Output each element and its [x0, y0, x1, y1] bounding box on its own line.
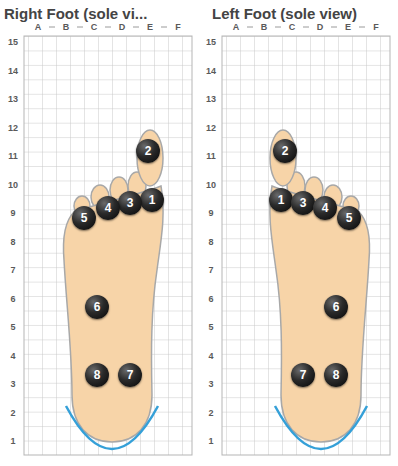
- callout-circle: 4: [313, 196, 337, 220]
- row-number: 15: [8, 38, 18, 47]
- callout-number: 8: [333, 369, 340, 381]
- callout-number: 7: [127, 369, 134, 381]
- callout-number: 3: [127, 197, 134, 209]
- callout-number: 8: [94, 369, 101, 381]
- callout-circle: 5: [72, 206, 96, 230]
- callout-circle: 3: [291, 191, 315, 215]
- row-number: 14: [206, 66, 216, 75]
- row-number: 14: [8, 66, 18, 75]
- callout-circle: 6: [324, 295, 348, 319]
- callout-number: 1: [149, 194, 156, 206]
- callout-number: 5: [346, 212, 353, 224]
- column-letter: C: [91, 23, 98, 32]
- row-number: 6: [10, 294, 15, 303]
- left-foot: [270, 130, 370, 449]
- callout-number: 4: [322, 202, 329, 214]
- callout-circle: 1: [140, 188, 164, 212]
- callout-circle: 2: [273, 139, 297, 163]
- row-number: 10: [206, 180, 216, 189]
- row-number: 3: [10, 380, 15, 389]
- row-number: 13: [206, 95, 216, 104]
- row-number: 11: [8, 152, 18, 161]
- column-letter: F: [373, 23, 379, 32]
- row-number: 5: [208, 323, 213, 332]
- row-number: 1: [208, 437, 213, 446]
- callout-circle: 4: [96, 196, 120, 220]
- callout-circle: 7: [118, 363, 142, 387]
- column-letter: B: [63, 23, 70, 32]
- row-number: 8: [208, 237, 213, 246]
- callout-number: 5: [81, 212, 88, 224]
- column-letter: A: [233, 23, 240, 32]
- row-number: 6: [208, 294, 213, 303]
- row-number: 5: [10, 323, 15, 332]
- row-number: 10: [8, 180, 18, 189]
- callout-circle: 2: [136, 139, 160, 163]
- row-number: 7: [208, 266, 213, 275]
- row-number: 1: [10, 437, 15, 446]
- row-number: 12: [8, 123, 18, 132]
- row-number: 12: [206, 123, 216, 132]
- column-letter: D: [119, 23, 126, 32]
- row-number: 2: [10, 408, 15, 417]
- row-number: 9: [10, 209, 15, 218]
- row-number: 8: [10, 237, 15, 246]
- callout-number: 1: [278, 194, 285, 206]
- callout-circle: 8: [324, 363, 348, 387]
- row-number: 9: [208, 209, 213, 218]
- row-number: 4: [10, 351, 15, 360]
- row-number: 11: [206, 152, 216, 161]
- callout-circle: 1: [269, 188, 293, 212]
- row-number: 2: [208, 408, 213, 417]
- left-grid: [222, 36, 390, 455]
- column-letter: B: [261, 23, 268, 32]
- column-letter: D: [317, 23, 324, 32]
- callout-number: 4: [105, 202, 112, 214]
- callout-number: 3: [300, 197, 307, 209]
- callout-circle: 8: [85, 363, 109, 387]
- callout-number: 2: [282, 145, 289, 157]
- row-number: 7: [10, 266, 15, 275]
- column-letter: F: [175, 23, 181, 32]
- panel-heading: Left Foot (sole view): [212, 6, 357, 21]
- callout-number: 6: [333, 301, 340, 313]
- callout-number: 7: [300, 369, 307, 381]
- callout-circle: 7: [291, 363, 315, 387]
- column-letter: E: [147, 23, 153, 32]
- column-letter: E: [345, 23, 351, 32]
- callout-circle: 5: [337, 206, 361, 230]
- right-foot: [63, 130, 163, 449]
- callout-number: 6: [94, 301, 101, 313]
- panel-heading: Right Foot (sole vi...: [4, 6, 147, 21]
- row-number: 3: [208, 380, 213, 389]
- right-grid: [24, 36, 192, 455]
- row-number: 4: [208, 351, 213, 360]
- column-letter: C: [289, 23, 296, 32]
- callout-circle: 3: [118, 191, 142, 215]
- row-number: 15: [206, 38, 216, 47]
- callout-number: 2: [145, 145, 152, 157]
- row-number: 13: [8, 95, 18, 104]
- callout-circle: 6: [85, 295, 109, 319]
- column-letter: A: [35, 23, 42, 32]
